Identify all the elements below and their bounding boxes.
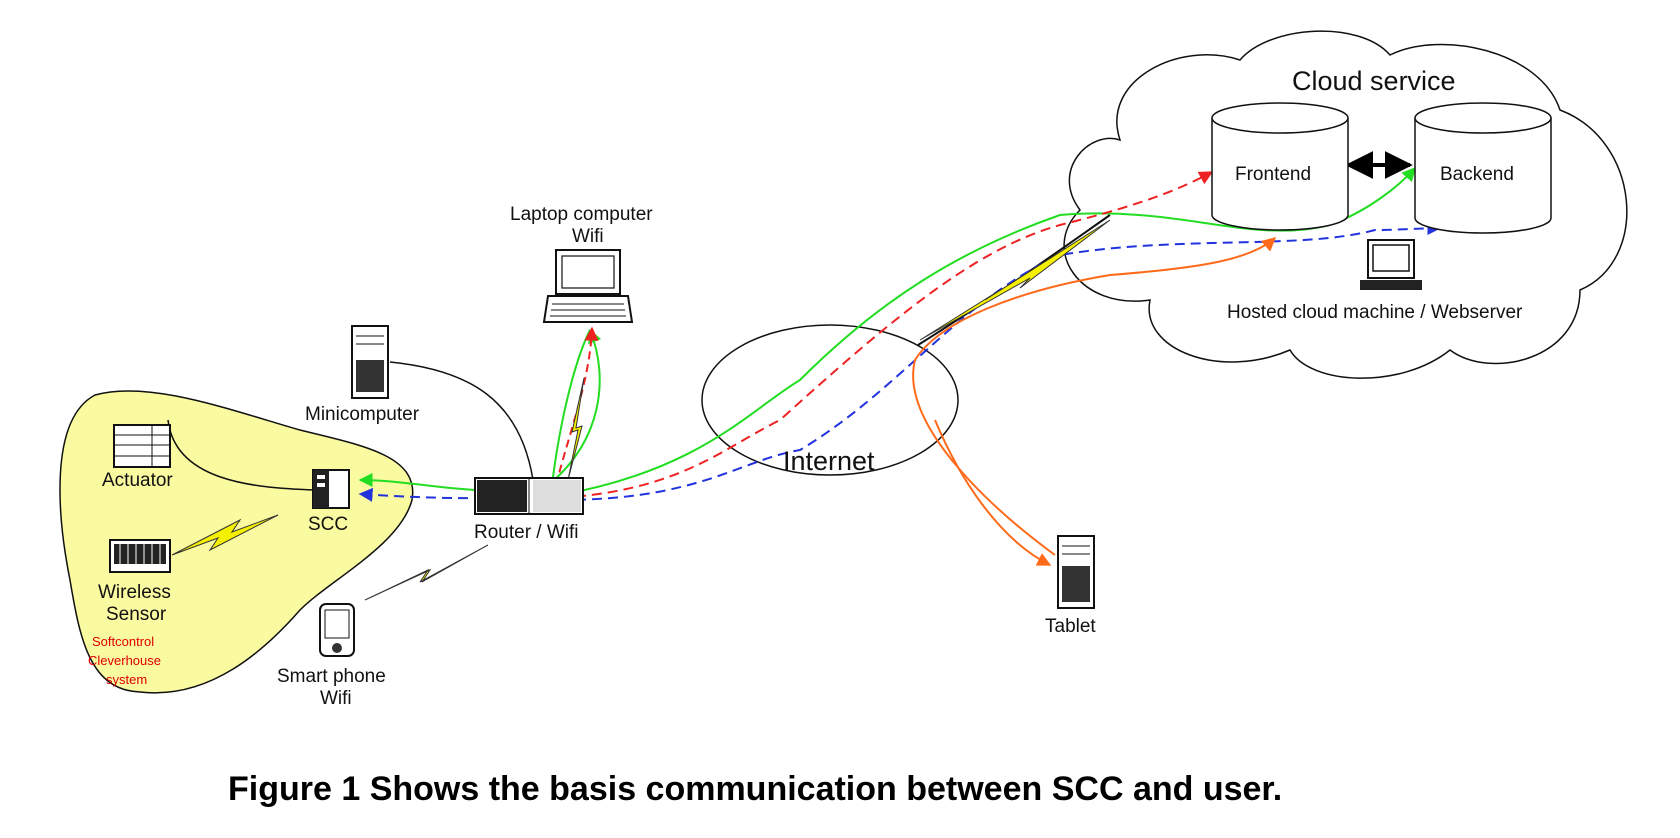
red-router-laptop — [555, 326, 599, 486]
actuator-scc-line — [167, 419, 316, 491]
scc-icon — [312, 469, 350, 509]
lightning-icon — [171, 514, 279, 556]
desktop-icon — [1360, 239, 1422, 290]
laptop-label-line1: Laptop computer — [510, 204, 653, 225]
red-flow-path — [559, 171, 1214, 499]
orange-to-tablet — [934, 419, 1052, 566]
minicomputer-icon — [351, 325, 389, 399]
smartphone-icon — [319, 603, 355, 657]
tablet-label: Tablet — [1045, 616, 1096, 637]
softcontrol-label-line3: system — [106, 672, 147, 687]
lightning-icon — [364, 544, 489, 601]
frontend-label: Frontend — [1235, 164, 1311, 185]
smartphone-label-line1: Smart phone — [277, 666, 386, 687]
router-icon — [474, 477, 584, 515]
wireless-label-line2: Sensor — [106, 604, 167, 625]
wireless-label-line1: Wireless — [98, 582, 171, 603]
smartphone-label-line2: Wifi — [320, 688, 352, 709]
internet-label: Internet — [783, 446, 875, 476]
database-icon — [1211, 102, 1349, 231]
hosted-machine-label: Hosted cloud machine / Webserver — [1227, 302, 1523, 323]
wireless-sensor-icon — [109, 539, 171, 573]
database-icon — [1414, 102, 1552, 234]
lightning-icon — [919, 219, 1111, 341]
softcontrol-label-line2: Cleverhouse — [88, 653, 161, 668]
lightning-icon — [567, 377, 585, 481]
blue-flow-path — [559, 221, 1442, 501]
cloud-service-label: Cloud service — [1292, 66, 1456, 96]
minicomputer-router-line — [389, 361, 534, 481]
figure-caption: Figure 1 Shows the basis communication b… — [228, 770, 1282, 808]
router-label: Router / Wifi — [474, 522, 579, 543]
backend-label: Backend — [1440, 164, 1514, 185]
green-router-laptop — [551, 328, 602, 483]
scc-label: SCC — [308, 514, 348, 535]
minicomputer-label: Minicomputer — [305, 404, 420, 425]
green-router-laptop-b — [551, 329, 591, 486]
tablet-icon — [1057, 535, 1095, 609]
actuator-label: Actuator — [102, 470, 173, 491]
laptop-label-line2: Wifi — [572, 226, 604, 247]
softcontrol-label-line1: Softcontrol — [92, 634, 154, 649]
internet-ellipse — [701, 324, 959, 476]
laptop-icon — [542, 249, 634, 323]
actuator-icon — [113, 424, 171, 468]
